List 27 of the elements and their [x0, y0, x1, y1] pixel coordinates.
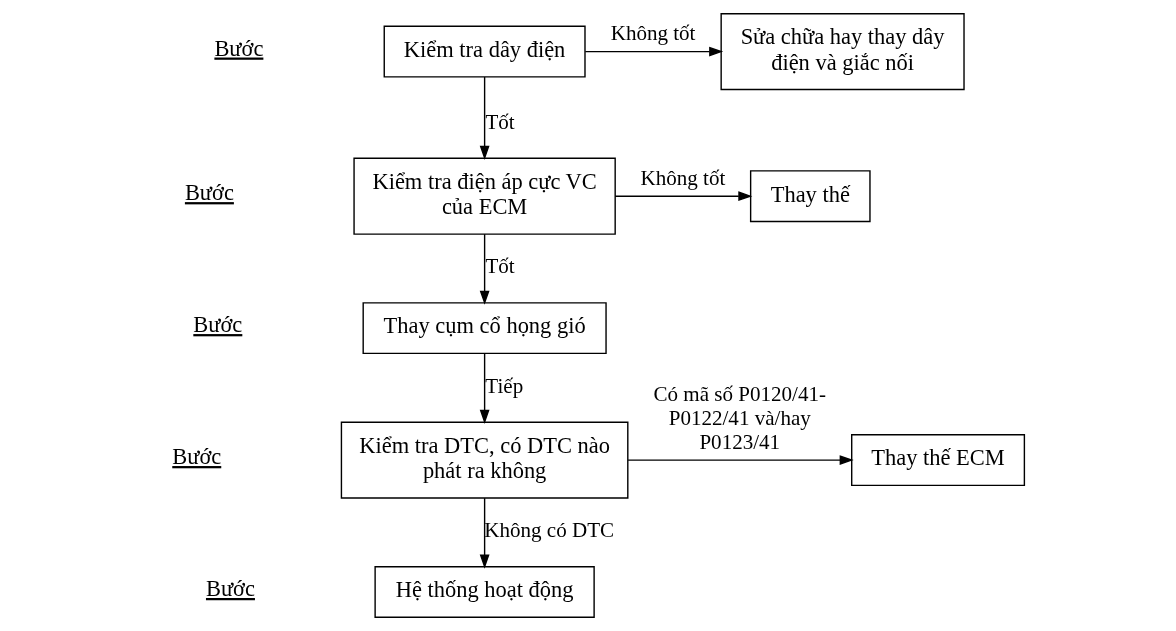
node-box: Thay cụm cổ họng gió — [362, 302, 607, 355]
arrow — [626, 455, 854, 465]
arrow — [479, 353, 490, 424]
arrow — [479, 76, 490, 160]
label: Bước — [184, 180, 234, 206]
edge-label: Không tốt — [640, 165, 725, 190]
arrow — [584, 46, 723, 57]
label: Bước — [171, 444, 221, 470]
edge-label: Không tốt — [610, 21, 695, 46]
node-box: Sửa chữa hay thay dây điện và giắc nối — [719, 13, 965, 91]
node-box: Kiểm tra điện áp cực VC của ECM — [352, 157, 616, 235]
edge-label: Tốt — [484, 254, 515, 279]
node-box: Kiểm tra dây điện — [383, 25, 586, 78]
arrow — [479, 497, 490, 569]
label: Bước — [205, 575, 255, 601]
edge-label: Có mã số P0120/41- P0122/41 và/hay P0123/41 — [653, 382, 826, 454]
label: Bước — [213, 35, 263, 61]
node-box: Hệ thống hoạt động — [373, 566, 595, 619]
node-box: Thay thế ECM — [850, 434, 1025, 487]
edge-label: Tiếp — [484, 373, 523, 398]
arrow — [614, 191, 752, 202]
arrow — [479, 233, 490, 305]
edge-label: Không có DTC — [483, 518, 614, 543]
node-box: Thay thế — [749, 170, 871, 223]
node-box: Kiểm tra DTC, có DTC nào phát ra không — [340, 421, 628, 499]
label: Bước — [192, 312, 242, 338]
edge-label: Tốt — [484, 109, 515, 134]
